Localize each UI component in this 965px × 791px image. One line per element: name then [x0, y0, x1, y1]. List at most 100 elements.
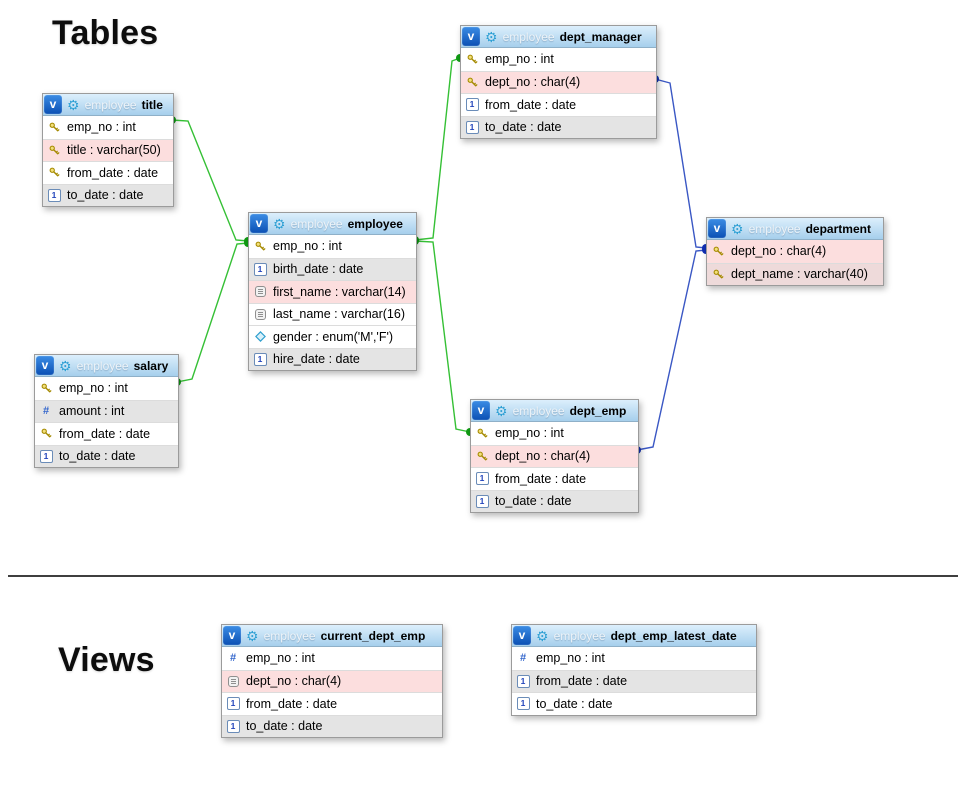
relation-line-employee-dept_manager [414, 57, 461, 241]
date-icon: 1 [475, 472, 489, 486]
column-definition: gender : enum('M','F') [273, 329, 394, 344]
collapse-icon[interactable]: v [36, 356, 54, 375]
gear-icon[interactable]: ⚙ [495, 402, 508, 419]
gear-icon[interactable]: ⚙ [67, 96, 80, 113]
collapse-icon[interactable]: v [223, 626, 241, 645]
gear-icon[interactable]: ⚙ [731, 220, 744, 237]
gear-icon[interactable]: ⚙ [273, 215, 286, 232]
column-row: emp_no : int [249, 235, 416, 258]
date-icon: 1 [226, 697, 240, 711]
column-definition: to_date : date [246, 719, 323, 734]
collapse-icon[interactable]: v [472, 401, 490, 420]
table-name: salary [133, 358, 169, 373]
schema-name: employee [512, 403, 565, 418]
column-definition: hire_date : date [273, 352, 360, 367]
gear-icon[interactable]: ⚙ [246, 627, 259, 644]
column-definition: dept_no : char(4) [495, 449, 591, 464]
key-icon [47, 121, 61, 134]
collapse-icon[interactable]: v [708, 219, 726, 238]
table-header-salary[interactable]: v ⚙ employee salary [35, 355, 178, 377]
column-row: emp_no : int [471, 422, 638, 445]
table-header-employee[interactable]: v ⚙ employee employee [249, 213, 416, 235]
date-icon: 1 [253, 352, 267, 366]
date-icon: 1 [475, 494, 489, 508]
column-definition: dept_name : varchar(40) [731, 267, 868, 282]
table-header-current_dept_emp[interactable]: v ⚙ employee current_dept_emp [222, 625, 442, 647]
views-section-heading: Views [58, 641, 155, 679]
column-row: emp_no : int [461, 48, 656, 71]
relation-line-employee-dept_emp [414, 240, 471, 433]
column-row: dept_no : char(4) [222, 669, 442, 692]
column-definition: emp_no : int [246, 651, 315, 666]
schema-name: employee [84, 97, 137, 112]
table-box-employee[interactable]: v ⚙ employee employee emp_no : int 1 birth_dat… [248, 212, 417, 371]
column-row: 1 to_date : date [222, 714, 442, 737]
column-definition: birth_date : date [273, 262, 364, 277]
date-icon: 1 [226, 719, 240, 733]
column-row: dept_no : char(4) [461, 70, 656, 93]
gear-icon[interactable]: ⚙ [59, 357, 72, 374]
column-row: #emp_no : int [512, 647, 756, 670]
key-icon [39, 427, 53, 440]
column-row: emp_no : int [35, 377, 178, 400]
table-name: dept_manager [559, 29, 642, 44]
enum-icon [253, 331, 267, 343]
collapse-icon[interactable]: v [44, 95, 62, 114]
collapse-icon[interactable]: v [250, 214, 268, 233]
table-box-dept_emp_latest_date[interactable]: v ⚙ employee dept_emp_latest_date #emp_no : … [511, 624, 757, 716]
column-row: dept_name : varchar(40) [707, 262, 883, 285]
table-name: dept_emp [569, 403, 627, 418]
numeric-icon: # [42, 404, 50, 417]
table-header-dept_emp_latest_date[interactable]: v ⚙ employee dept_emp_latest_date [512, 625, 756, 647]
column-row: dept_no : char(4) [707, 240, 883, 263]
column-definition: from_date : date [59, 426, 151, 441]
relation-line-dept_manager-department [654, 78, 707, 249]
column-definition: emp_no : int [59, 381, 128, 396]
column-definition: title : varchar(50) [67, 143, 161, 158]
table-header-dept_emp[interactable]: v ⚙ employee dept_emp [471, 400, 638, 422]
collapse-icon[interactable]: v [513, 626, 531, 645]
gear-icon[interactable]: ⚙ [485, 28, 498, 45]
date-icon: 1 [39, 449, 53, 463]
column-definition: to_date : date [495, 494, 572, 509]
table-name: current_dept_emp [320, 628, 426, 643]
date-icon: 1 [47, 188, 61, 202]
gear-icon[interactable]: ⚙ [536, 627, 549, 644]
key-icon [253, 240, 267, 253]
text-icon [226, 675, 240, 687]
numeric-icon: # [519, 651, 527, 664]
text-icon [253, 286, 267, 298]
column-row: from_date : date [43, 161, 173, 184]
collapse-icon[interactable]: v [462, 27, 480, 46]
date-icon: 1 [516, 674, 530, 688]
column-row: last_name : varchar(16) [249, 302, 416, 325]
relation-line-dept_emp-department [636, 249, 707, 451]
schema-name: employee [553, 628, 606, 643]
schema-name: employee [290, 216, 343, 231]
date-icon: 1 [253, 262, 267, 276]
column-row: 1 birth_date : date [249, 257, 416, 280]
table-name: dept_emp_latest_date [610, 628, 737, 643]
column-row: from_date : date [35, 422, 178, 445]
column-definition: last_name : varchar(16) [273, 307, 406, 322]
table-box-dept_emp[interactable]: v ⚙ employee dept_emp emp_no : int dept_no : … [470, 399, 639, 513]
table-name: department [805, 221, 871, 236]
schema-name: employee [76, 358, 129, 373]
schema-name: employee [263, 628, 316, 643]
key-icon [47, 144, 61, 157]
key-icon [47, 166, 61, 179]
column-row: gender : enum('M','F') [249, 325, 416, 348]
table-name: employee [347, 216, 403, 231]
